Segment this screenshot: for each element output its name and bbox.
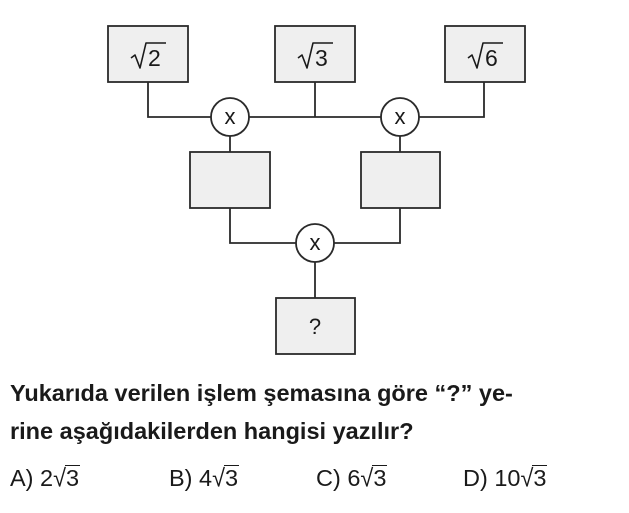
operator-symbol-2: x <box>395 104 406 129</box>
radicand-1: 2 <box>148 45 161 71</box>
question-text: Yukarıda verilen işlem şemasına göre “?”… <box>10 374 622 450</box>
option-b[interactable]: B) 4√3 <box>169 464 240 492</box>
option-b-radicand: 3 <box>224 465 240 491</box>
operator-circle-2 <box>380 97 420 137</box>
middle-box-1 <box>189 151 271 209</box>
option-c-label: C) <box>316 465 341 491</box>
question-line-1: Yukarıda verilen işlem şemasına göre “?”… <box>10 380 513 406</box>
top-box-3 <box>444 25 526 83</box>
operation-diagram: 2 3 6 x x x ? <box>107 25 526 355</box>
option-c-radicand: 3 <box>372 465 388 491</box>
operator-symbol-1: x <box>225 104 236 129</box>
sqrt-sign-1 <box>130 42 166 69</box>
middle-box-2 <box>360 151 441 209</box>
sqrt-sign-3 <box>467 42 503 69</box>
operator-circle-1 <box>210 97 250 137</box>
radicand-3: 6 <box>485 45 498 71</box>
result-box <box>275 297 356 355</box>
radicand-2: 3 <box>315 45 328 71</box>
option-a-radicand: 3 <box>65 465 81 491</box>
option-a-label: A) <box>10 465 34 491</box>
connector-sqrt2-op1 <box>147 82 211 118</box>
option-d-radicand: 3 <box>532 465 548 491</box>
result-symbol: ? <box>309 314 321 339</box>
option-a-sqrt-icon: √ <box>53 464 67 492</box>
option-a[interactable]: A) 2√3 <box>10 464 81 492</box>
question-line-2: rine aşağıdakilerden hangisi yazılır? <box>10 418 414 444</box>
option-d[interactable]: D) 10√3 <box>463 464 548 492</box>
option-a-coef: 2 <box>40 465 54 491</box>
option-c-sqrt-icon: √ <box>360 464 374 492</box>
option-c[interactable]: C) 6√3 <box>316 464 388 492</box>
top-box-2 <box>274 25 356 83</box>
option-b-label: B) <box>169 465 193 491</box>
connector-sqrt6-op2 <box>419 82 485 118</box>
operator-symbol-3: x <box>310 230 321 255</box>
option-b-sqrt-icon: √ <box>212 464 226 492</box>
option-d-coef: 10 <box>494 465 521 491</box>
option-c-coef: 6 <box>347 465 361 491</box>
option-b-coef: 4 <box>199 465 213 491</box>
top-box-1 <box>107 25 189 83</box>
answer-options: A) 2√3 B) 4√3 C) 6√3 D) 10√3 <box>10 464 622 501</box>
sqrt-sign-2 <box>297 42 333 69</box>
option-d-label: D) <box>463 465 488 491</box>
connector-mid1-op3 <box>229 208 296 244</box>
option-d-sqrt-icon: √ <box>520 464 534 492</box>
operator-circle-3 <box>295 223 335 263</box>
connector-mid2-op3 <box>334 208 401 244</box>
